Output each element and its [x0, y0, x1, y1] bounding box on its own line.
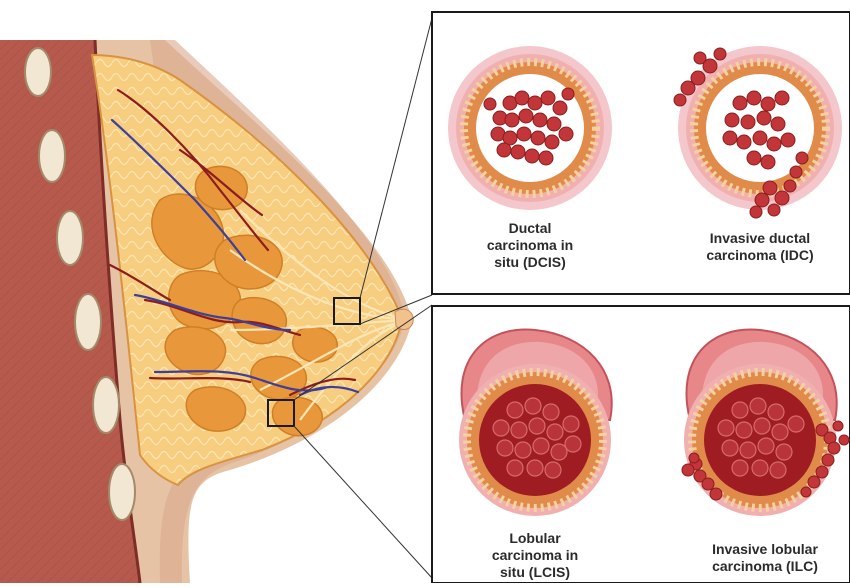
dcis-illustration — [448, 46, 612, 210]
rib-icon — [39, 130, 65, 182]
lcis-illustration — [459, 330, 612, 516]
rib-icon — [109, 464, 135, 520]
rib-icon — [75, 294, 101, 350]
rib-icon — [93, 377, 119, 433]
rib-icon — [57, 211, 83, 265]
breast-cross-section — [0, 18, 432, 583]
lcis-label: Lobular carcinoma in situ (LCIS) — [470, 530, 600, 581]
idc-label: Invasive ductal carcinoma (IDC) — [690, 230, 830, 264]
rib-icon — [25, 48, 51, 96]
ilc-label: Invasive lobular carcinoma (ILC) — [695, 541, 835, 575]
dcis-label: Ductal carcinoma in situ (DCIS) — [465, 220, 595, 271]
